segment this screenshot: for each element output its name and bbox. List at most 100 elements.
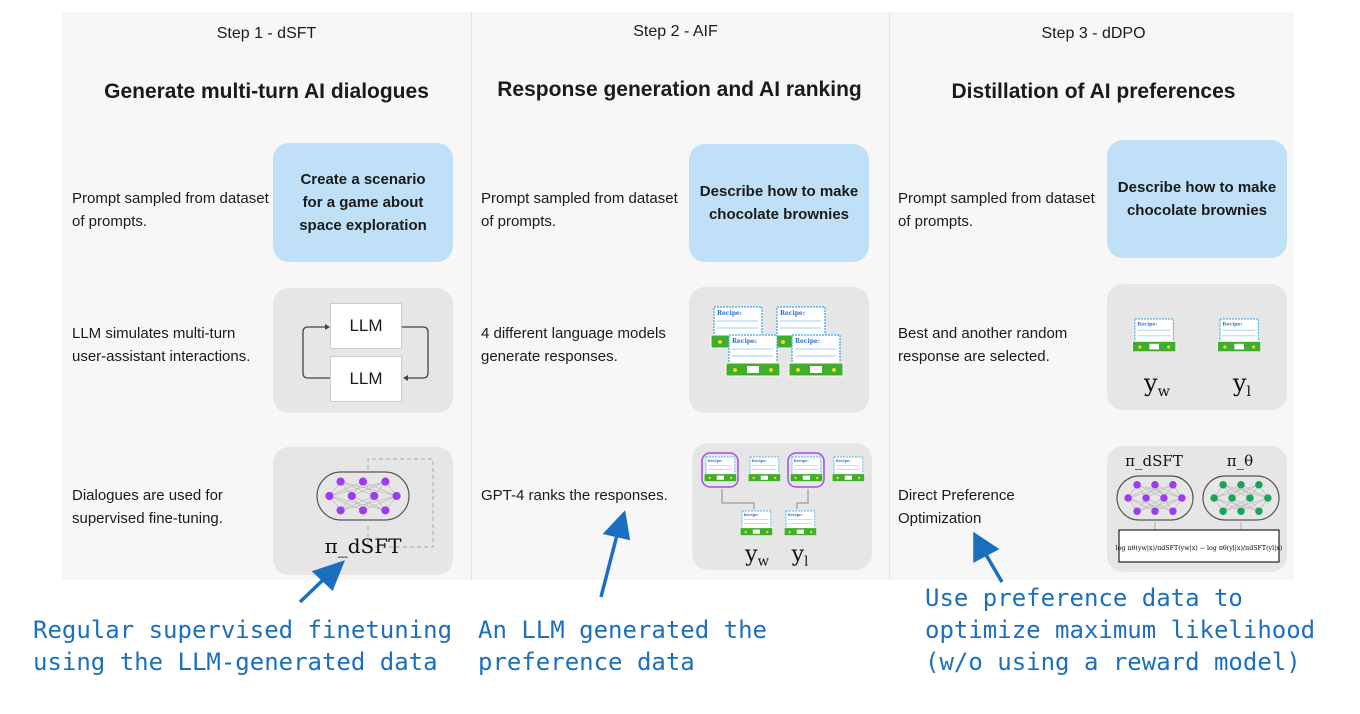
step-label: Step 2 - AIF — [633, 23, 718, 40]
prompt-box: Describe how to make chocolate brownies — [1107, 140, 1287, 258]
node — [1228, 494, 1236, 502]
node — [1237, 481, 1245, 489]
dpo-diagram: log πθ(yw|x)/πdSFT(yw|x) − log πθ(yl|x)/… — [1116, 475, 1283, 563]
node — [1219, 481, 1227, 489]
recipe-card-icon: Recipe: — [789, 456, 823, 482]
node — [1264, 494, 1272, 502]
svg-text:Recipe:: Recipe: — [1137, 321, 1157, 327]
recipe-card-icon: Recipe: — [703, 456, 737, 482]
step-heading: Generate multi-turn AI dialogues — [104, 80, 429, 103]
ranking-icon: Recipe: Recipe: Recipe: Recipe: Recipe: … — [701, 452, 865, 569]
node — [392, 491, 401, 501]
dsft-model-box — [273, 447, 453, 575]
neural-network-icon — [316, 458, 434, 548]
svg-text:Recipe:: Recipe: — [744, 513, 759, 517]
row-description: Best and another random response are sel… — [898, 325, 1068, 365]
recipe-card-icon: Recipe: — [739, 510, 773, 536]
dsft-model-caption: π_dSFT — [324, 534, 402, 558]
node — [358, 477, 368, 486]
step-heading: Response generation and AI ranking — [497, 78, 862, 101]
row-description: GPT-4 ranks the responses. — [481, 487, 668, 504]
policy-model-label: π_θ — [1226, 452, 1254, 470]
svg-text:Recipe:: Recipe: — [1222, 321, 1242, 327]
node — [381, 477, 390, 486]
node — [1255, 507, 1263, 515]
recipe-card-icon: Recipe: — [1132, 318, 1177, 353]
ranking-box: Recipe: Recipe: Recipe: Recipe: Recipe: … — [692, 443, 872, 570]
prompt-text: Describe how to make chocolate brownies — [699, 183, 859, 223]
arrow-head-icon — [973, 531, 1000, 563]
node — [336, 477, 345, 486]
arrow-head-icon — [311, 560, 346, 592]
node — [1169, 507, 1177, 515]
prompt-text: Describe how to make chocolate brownies — [1117, 179, 1277, 219]
recipe-card-icon: Recipe: — [747, 456, 781, 482]
svg-text:Recipe:: Recipe: — [794, 459, 809, 463]
recipe-card-icon: Recipe: — [783, 510, 817, 536]
row-description: Prompt sampled from dataset of prompts. — [481, 190, 678, 230]
diagram-panel — [62, 12, 1294, 580]
node — [1133, 507, 1141, 515]
recipe-cards-icon: Recipe: Recipe: Recipe: Recipe: — [710, 306, 844, 377]
node — [1151, 481, 1159, 489]
column-divider — [889, 12, 890, 580]
llm-box: LLM — [330, 356, 402, 402]
row-description: LLM simulates multi-turn user-assistant … — [72, 325, 251, 365]
dpo-box: log πθ(yw|x)/πdSFT(yw|x) − log πθ(yl|x)/… — [1107, 446, 1287, 572]
node — [1219, 507, 1227, 515]
node — [1255, 481, 1263, 489]
reference-model-label: π_dSFT — [1125, 452, 1183, 470]
row-description: Prompt sampled from dataset of prompts. — [898, 190, 1095, 230]
node — [336, 506, 345, 515]
node — [1160, 494, 1168, 502]
recipe-card-icon: Recipe: — [725, 334, 781, 377]
svg-text:Recipe:: Recipe: — [795, 338, 820, 345]
node — [370, 491, 379, 501]
row-description: Dialogues are used for supervised fine-t… — [72, 487, 223, 527]
responses-box: Recipe: Recipe: Recipe: Recipe: — [689, 287, 869, 413]
node — [325, 491, 334, 501]
recipe-card-icon: Recipe: — [831, 456, 865, 482]
node — [1237, 507, 1245, 515]
node — [1151, 507, 1159, 515]
row-description: 4 different language models generate res… — [481, 325, 666, 365]
node — [347, 491, 356, 501]
step-label: Step 3 - dDPO — [1041, 25, 1146, 42]
svg-text:Recipe:: Recipe: — [788, 513, 803, 517]
node — [1142, 494, 1150, 502]
recipe-card-icon: Recipe: — [788, 334, 844, 377]
node — [358, 506, 368, 515]
step-label: Step 1 - dSFT — [216, 25, 317, 42]
row-description: Prompt sampled from dataset of prompts. — [72, 190, 269, 230]
recipe-card-icon: Recipe: — [1217, 318, 1262, 353]
loop-arrows — [302, 324, 429, 381]
arrow-head-icon — [602, 510, 631, 541]
llm-loop-box: LLM LLM — [273, 288, 453, 413]
node — [381, 506, 390, 515]
svg-text:Recipe:: Recipe: — [732, 338, 757, 345]
svg-text:Recipe:: Recipe: — [836, 459, 851, 463]
row-description: Direct Preference Optimization — [898, 487, 1015, 527]
prompt-text: Create a scenario for a game about space… — [299, 171, 427, 234]
svg-text:Recipe:: Recipe: — [780, 310, 805, 317]
node — [1178, 494, 1186, 502]
node — [1124, 494, 1132, 502]
svg-text:Recipe:: Recipe: — [717, 310, 742, 317]
arrow-icon — [983, 552, 1004, 583]
svg-text:yl: yl — [791, 542, 809, 569]
node — [1210, 494, 1218, 502]
prompt-box: Describe how to make chocolate brownies — [689, 144, 869, 262]
column-divider — [471, 12, 472, 580]
node — [1133, 481, 1141, 489]
svg-text:Recipe:: Recipe: — [752, 459, 767, 463]
dpo-formula: log πθ(yw|x)/πdSFT(yw|x) − log πθ(yl|x)/… — [1116, 545, 1283, 552]
arrow-icon — [298, 576, 327, 604]
step-heading: Distillation of AI preferences — [951, 80, 1236, 103]
svg-text:yw: yw — [1143, 369, 1171, 400]
arrow-icon — [599, 534, 619, 598]
